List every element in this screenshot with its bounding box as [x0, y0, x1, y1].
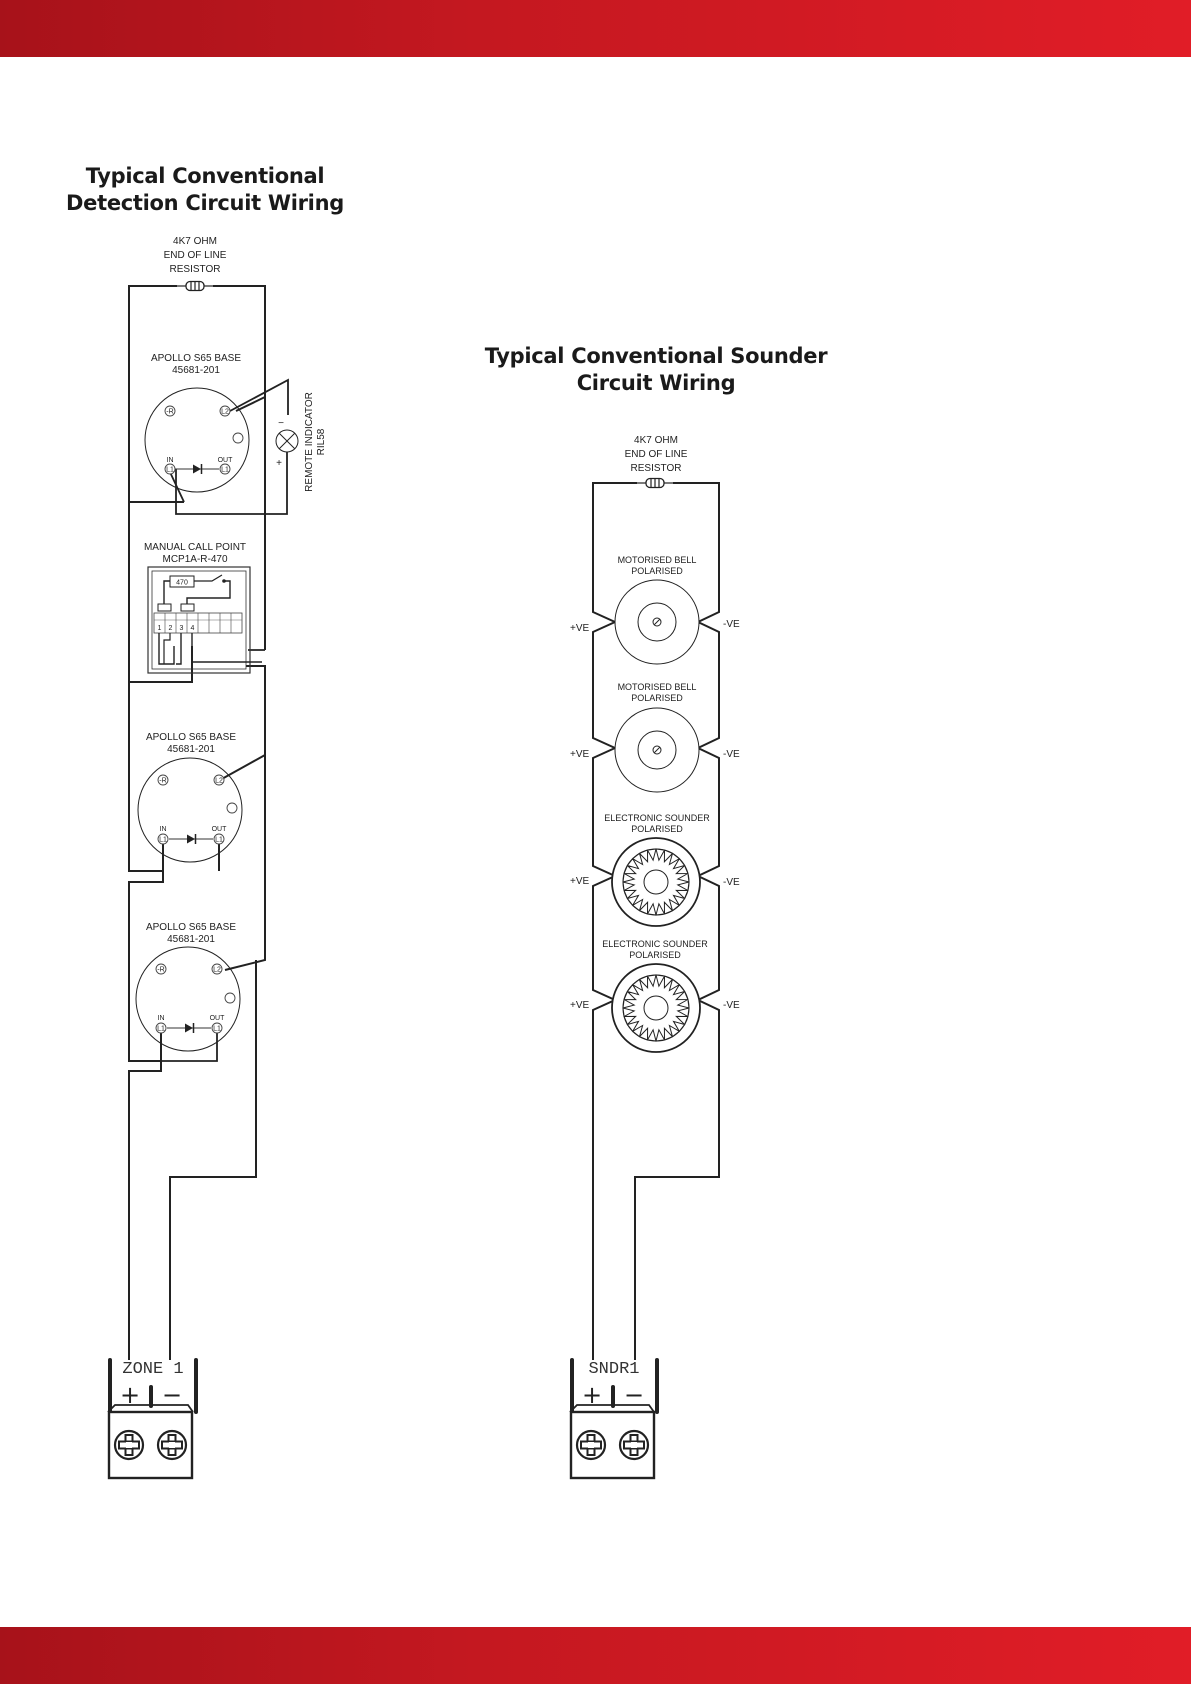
svg-text:+VE: +VE — [570, 1000, 590, 1011]
remote-indicator: − + REMOTE INDICATOR RIL58 — [275, 392, 327, 492]
svg-text:ELECTRONIC SOUNDER: ELECTRONIC SOUNDER — [602, 939, 708, 949]
svg-text:-VE: -VE — [723, 1000, 740, 1011]
svg-text:1: 1 — [158, 625, 162, 632]
svg-text:-R: -R — [157, 967, 164, 974]
sounder-serration — [622, 974, 690, 1042]
detection-circuit: 4K7 OHM END OF LINE RESISTOR APOLLO S65 … — [107, 236, 327, 1480]
base1-part: 45681-201 — [172, 365, 220, 376]
svg-text:+VE: +VE — [570, 623, 590, 634]
svg-text:2: 2 — [169, 625, 173, 632]
svg-text:POLARISED: POLARISED — [631, 693, 683, 703]
sounder-title: Typical Conventional Sounder Circuit Wir… — [484, 344, 828, 395]
sounder-serration — [622, 848, 690, 916]
remote-indicator-label: REMOTE INDICATOR — [304, 392, 315, 492]
sndr1-minus: − — [624, 1381, 644, 1409]
detector-base-3: APOLLO S65 BASE 45681-201 -R L2 L1 L1 IN… — [135, 922, 241, 1052]
detection-eol-resistor — [176, 280, 214, 292]
zone1-terminal-block: ZONE 1 + − — [107, 1358, 198, 1480]
svg-text:-R: -R — [166, 409, 173, 416]
sndr1-screw-plus — [575, 1429, 607, 1461]
svg-text:4: 4 — [191, 625, 195, 632]
base1-name: APOLLO S65 BASE — [151, 353, 241, 364]
mcp-part: MCP1A-R-470 — [162, 554, 227, 565]
base3-part: 45681-201 — [167, 934, 215, 945]
svg-text:470: 470 — [176, 580, 188, 587]
sounder-wire-negative — [634, 482, 720, 1360]
sounder-device-2-bell: MOTORISED BELL POLARISED +VE -VE — [570, 682, 740, 793]
svg-text:L2: L2 — [221, 409, 229, 416]
detection-eol-label-3: RESISTOR — [170, 264, 221, 275]
detection-title: Typical Conventional Detection Circuit W… — [66, 164, 344, 215]
svg-text:3: 3 — [180, 625, 184, 632]
svg-text:L1: L1 — [213, 1026, 221, 1033]
zone1-screw-minus — [156, 1429, 188, 1461]
svg-text:L1: L1 — [221, 467, 229, 474]
svg-text:-VE: -VE — [723, 877, 740, 888]
base2-diode — [168, 833, 214, 845]
svg-text:IN: IN — [160, 826, 167, 833]
mcp-name: MANUAL CALL POINT — [144, 542, 246, 553]
zone1-minus: − — [162, 1381, 182, 1409]
sounder-device-1-bell: MOTORISED BELL POLARISED +VE -VE — [570, 555, 740, 665]
detection-eol-label-2: END OF LINE — [164, 250, 227, 261]
svg-text:−: − — [278, 418, 284, 429]
svg-text:OUT: OUT — [218, 457, 234, 464]
remote-indicator-part: RIL58 — [316, 428, 327, 455]
detector-base-1: APOLLO S65 BASE 45681-201 -R L2 L1 L1 IN… — [144, 353, 250, 493]
svg-text:IN: IN — [167, 457, 174, 464]
svg-text:+VE: +VE — [570, 749, 590, 760]
base1-diode — [174, 463, 220, 475]
detection-eol-label-1: 4K7 OHM — [173, 236, 217, 247]
sounder-wire-positive — [592, 482, 637, 1360]
svg-text:-R: -R — [159, 778, 166, 785]
detection-wire-left-top — [128, 285, 184, 503]
base2-part: 45681-201 — [167, 744, 215, 755]
zone1-plus: + — [120, 1381, 140, 1409]
svg-text:IN: IN — [158, 1015, 165, 1022]
sndr1-screw-minus — [618, 1429, 650, 1461]
sndr1-plus: + — [582, 1381, 602, 1409]
zone1-screw-plus — [113, 1429, 145, 1461]
svg-text:L1: L1 — [159, 837, 167, 844]
zone1-terminal-label: ZONE 1 — [122, 1360, 183, 1379]
svg-text:L1: L1 — [166, 467, 174, 474]
base3-name: APOLLO S65 BASE — [146, 922, 236, 933]
footer-band — [0, 1627, 1191, 1684]
sounder-eol-label-3: RESISTOR — [631, 463, 682, 474]
svg-text:L1: L1 — [157, 1026, 165, 1033]
detection-wire-right-top — [213, 285, 266, 650]
sndr1-terminal-label: SNDR1 — [588, 1360, 639, 1379]
base2-name: APOLLO S65 BASE — [146, 732, 236, 743]
svg-text:L2: L2 — [213, 967, 221, 974]
sounder-eol-label-2: END OF LINE — [625, 449, 688, 460]
svg-text:-VE: -VE — [723, 749, 740, 760]
detector-base-2: APOLLO S65 BASE 45681-201 -R L2 L1 L1 IN… — [137, 732, 243, 863]
svg-text:POLARISED: POLARISED — [631, 566, 683, 576]
base3-diode — [166, 1022, 212, 1034]
svg-text:OUT: OUT — [210, 1015, 226, 1022]
svg-text:+: + — [276, 458, 282, 469]
svg-text:-VE: -VE — [723, 619, 740, 630]
sounder-device-4-electronic: ELECTRONIC SOUNDER POLARISED +VE -VE — [570, 939, 740, 1053]
sounder-device-3-electronic: ELECTRONIC SOUNDER POLARISED +VE -VE — [570, 813, 740, 927]
sndr1-terminal-block: SNDR1 + − — [569, 1358, 659, 1480]
svg-text:MOTORISED BELL: MOTORISED BELL — [618, 555, 697, 565]
svg-text:ELECTRONIC SOUNDER: ELECTRONIC SOUNDER — [604, 813, 710, 823]
svg-text:+VE: +VE — [570, 876, 590, 887]
sounder-eol-label-1: 4K7 OHM — [634, 435, 678, 446]
manual-call-point: MANUAL CALL POINT MCP1A-R-470 470 1 2 3 — [144, 542, 262, 674]
svg-text:L1: L1 — [215, 837, 223, 844]
svg-text:POLARISED: POLARISED — [629, 950, 681, 960]
header-band — [0, 0, 1191, 57]
svg-text:POLARISED: POLARISED — [631, 824, 683, 834]
svg-text:L2: L2 — [215, 778, 223, 785]
svg-text:MOTORISED BELL: MOTORISED BELL — [618, 682, 697, 692]
sounder-circuit: 4K7 OHM END OF LINE RESISTOR MOTORISED B… — [569, 435, 740, 1480]
svg-text:OUT: OUT — [212, 826, 228, 833]
sounder-eol-resistor — [636, 477, 674, 489]
